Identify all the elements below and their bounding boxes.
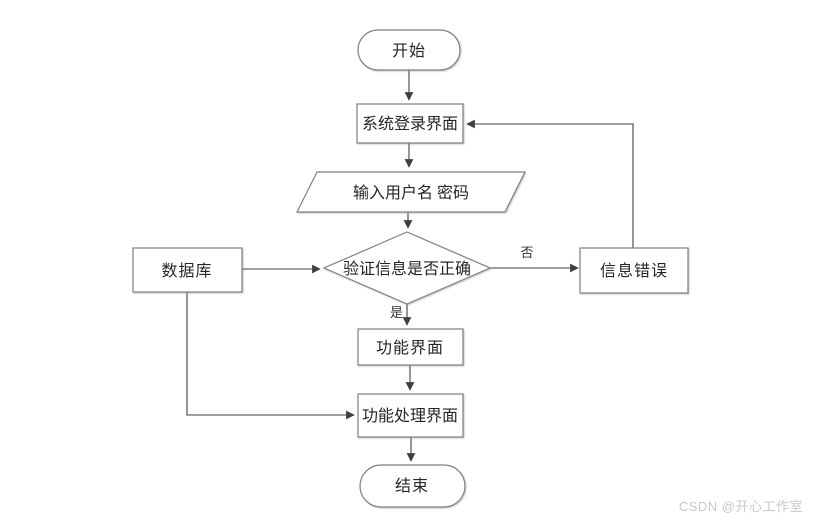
- csdn-watermark: CSDN @开心工作室: [679, 499, 803, 514]
- process-shape: [356, 103, 464, 144]
- node-func-label: 功能界面: [376, 339, 444, 357]
- node-verify: 验证信息是否正确: [322, 231, 492, 305]
- edge-label-no: 否: [520, 245, 533, 260]
- node-error-label: 信息错误: [600, 262, 668, 280]
- node-start: 开始: [357, 29, 461, 71]
- edge-label-yes: 是: [390, 305, 403, 320]
- node-login: 系统登录界面: [356, 103, 464, 144]
- terminator-shape: [359, 464, 466, 508]
- node-func: 功能界面: [357, 328, 464, 366]
- node-input-label: 输入用户名 密码: [353, 184, 469, 202]
- node-start-label: 开始: [392, 42, 426, 60]
- node-end: 结束: [359, 464, 466, 508]
- decision-diamond-shape: [322, 231, 492, 305]
- terminator-shape: [357, 29, 461, 71]
- edge-error-to-login: [466, 119, 634, 248]
- process-shape: [357, 328, 464, 366]
- node-input: 输入用户名 密码: [296, 171, 526, 213]
- process-shape: [357, 393, 464, 438]
- io-parallelogram-shape: [296, 171, 526, 213]
- flow-nodes: 开始 系统登录界面 输入用户名 密码 验证信息是否正确 数据库 信息错误: [132, 29, 689, 508]
- node-end-label: 结束: [395, 477, 429, 495]
- node-error: 信息错误: [579, 247, 689, 294]
- flow-edges: 是 否: [186, 70, 634, 462]
- process-shape: [579, 247, 689, 294]
- edge-database-to-proc: [186, 292, 355, 420]
- node-database-label: 数据库: [161, 262, 212, 280]
- node-proc-label: 功能处理界面: [362, 407, 458, 425]
- node-login-label: 系统登录界面: [362, 115, 458, 133]
- process-shape: [132, 247, 243, 293]
- node-database: 数据库: [132, 247, 243, 293]
- node-verify-label: 验证信息是否正确: [343, 260, 471, 278]
- node-proc: 功能处理界面: [357, 393, 464, 438]
